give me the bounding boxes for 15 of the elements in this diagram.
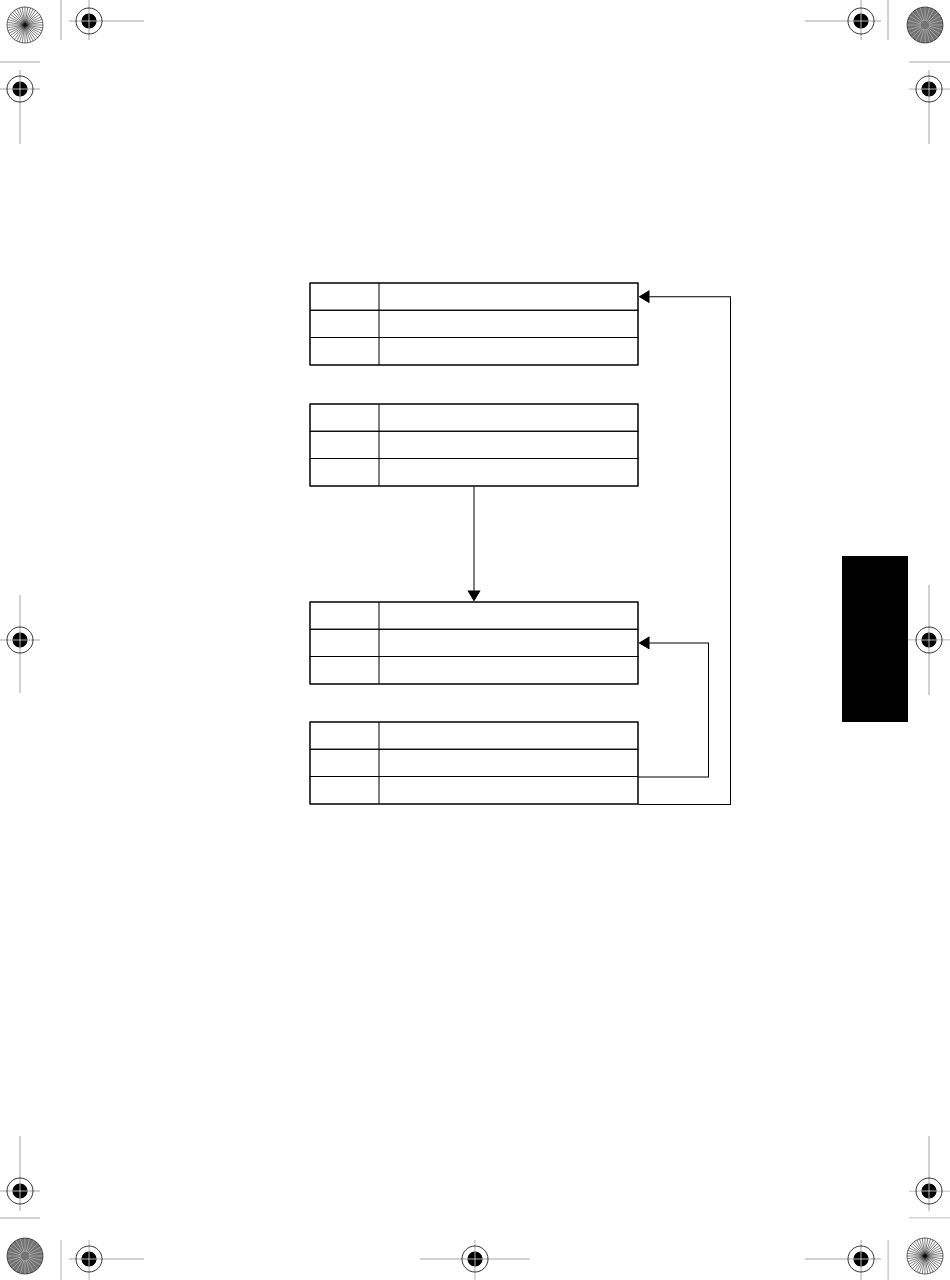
table-row — [309, 601, 639, 630]
table-row — [309, 628, 639, 658]
table-row — [309, 309, 639, 339]
table-row — [309, 776, 639, 805]
table-row — [309, 282, 639, 311]
arrow — [467, 485, 481, 601]
table-row — [309, 721, 639, 750]
table-row — [309, 403, 639, 432]
table-row — [309, 458, 639, 487]
table-row — [309, 337, 639, 366]
table-row — [309, 656, 639, 685]
arrow — [638, 636, 709, 778]
table-row — [309, 748, 639, 778]
table-row — [309, 430, 639, 460]
arrow — [638, 290, 731, 805]
